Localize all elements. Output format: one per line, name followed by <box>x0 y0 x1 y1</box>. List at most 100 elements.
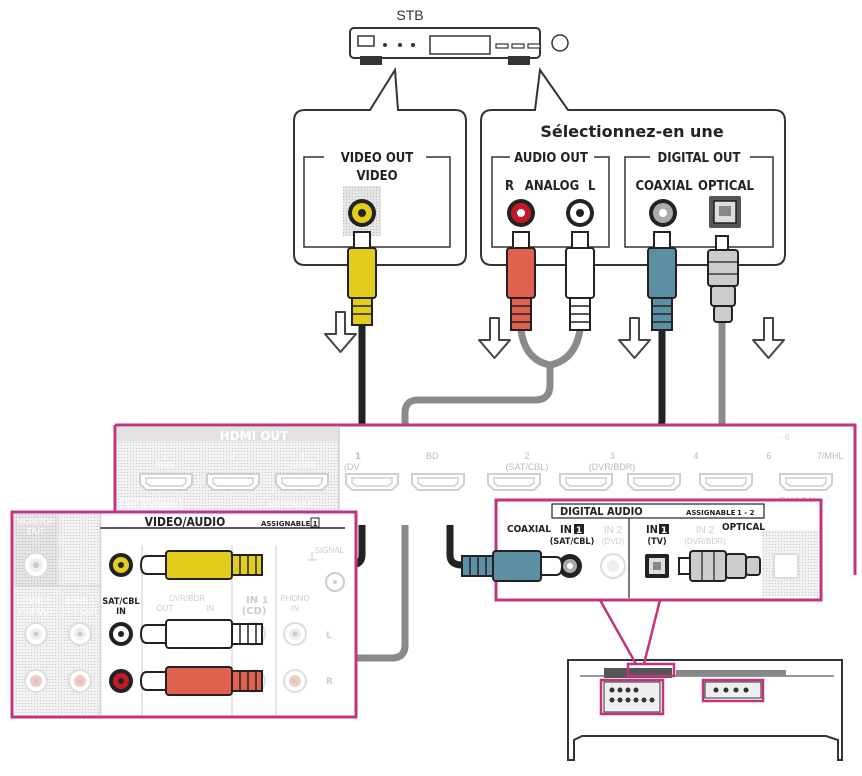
hdmi-out-2-num: 2 <box>230 451 235 461</box>
hdmi-in-port-4 <box>627 473 681 491</box>
video-audio-assignable-num: 1 <box>313 520 318 528</box>
opt-in2-label: IN 2 <box>696 525 715 536</box>
r-side-label: R <box>326 677 333 687</box>
pointer-line-right <box>598 599 662 665</box>
r-label: R <box>505 179 514 194</box>
hdmi-in-6-label: 6 <box>766 451 771 461</box>
hdmi-in-port-7 <box>779 473 833 491</box>
video-audio-assignable: ASSIGNABLE <box>261 520 311 528</box>
arrow-down-audio <box>478 317 511 359</box>
digital-audio-assignable: ASSIGNABLE <box>686 509 736 517</box>
signal-label: SIGNAL <box>315 546 345 555</box>
stb-device <box>349 27 569 65</box>
hdmi-in-4-label: 4 <box>693 451 698 461</box>
audio-l-plug-receiver <box>139 619 263 649</box>
hdmi-in-bd-label: BD <box>426 451 439 461</box>
hdmi-out-port-3 <box>275 473 329 491</box>
stb-audio-l-jack <box>566 199 594 227</box>
hdmi-out-title: HDMI OUT <box>220 429 290 443</box>
coax-in1-num: 1 <box>576 526 582 536</box>
select-one-title: Sélectionnez-en une <box>540 122 724 141</box>
hdmi-in-2-sub: (SAT/CBL) <box>506 462 549 472</box>
video-out-label: VIDEO OUT <box>341 151 414 166</box>
phono-r-jack <box>283 669 307 693</box>
digital-audio-panel <box>494 498 823 602</box>
opt-in3-jack <box>773 553 799 579</box>
zone3-l-jack <box>68 622 92 646</box>
zone2-r-jack <box>24 669 48 693</box>
hdmi-in-7-label: 7/MHL <box>817 451 844 461</box>
dvr-in-label: IN <box>206 604 214 613</box>
arrow-down-optical <box>752 317 785 359</box>
coax-plug-receiver <box>461 550 564 582</box>
coax-in1-sub: (SAT/CBL) <box>550 537 595 547</box>
satcbl-l-jack <box>109 622 133 646</box>
video-plug-receiver <box>139 550 263 580</box>
audio-r-plug-receiver <box>139 666 263 696</box>
hdmi-range-label: - 6 <box>780 433 790 442</box>
hdmi-in-3-sub: (DVR/BDR) <box>589 462 636 472</box>
dvr-out-label: OUT <box>157 604 174 613</box>
arc-label: ARC <box>125 502 140 509</box>
zone2-l-jack <box>24 622 48 646</box>
optical-receiver-label: OPTICAL <box>722 522 765 533</box>
stb-audio-r-jack <box>507 199 535 227</box>
opt-in1-sub: (TV) <box>647 537 666 547</box>
digital-audio-title: DIGITAL AUDIO <box>560 505 643 518</box>
coax-in2-label: IN 2 <box>604 525 623 536</box>
receiver-overview <box>567 659 843 761</box>
hdmi-in-2-num: 2 <box>524 451 529 461</box>
hdmi-in-port-2 <box>487 473 541 491</box>
phono-l-jack <box>283 622 307 646</box>
optical-label: OPTICAL <box>698 179 754 194</box>
analog-label: ANALOG <box>525 179 579 194</box>
zone3-r-jack <box>68 669 92 693</box>
opt-in1-num: 1 <box>661 526 667 536</box>
in1-cd-label: IN <box>246 595 258 606</box>
hdmi-in-port-3 <box>559 473 613 491</box>
l-label: L <box>588 179 596 194</box>
coax-plug-stb <box>647 231 677 331</box>
opt-in2-sub: (DVR/BDR) <box>684 537 726 546</box>
stb-optical-jack <box>709 196 741 228</box>
arrow-down-coaxial <box>618 317 651 359</box>
control-label: CONTROL <box>146 502 180 509</box>
optical-plug-stb <box>707 235 739 323</box>
hdmi-in-port-6 <box>699 473 753 491</box>
satcbl-r-jack <box>109 669 133 693</box>
monitor-out-jack <box>23 552 49 578</box>
coax-in1-jack <box>558 554 582 578</box>
dvrbdr-label: DVR/BDR <box>169 594 205 603</box>
digital-audio-range: 1 - 2 <box>737 509 755 517</box>
l-side-label: L <box>326 631 332 641</box>
hdmi-out-3-num: 3 <box>299 451 304 461</box>
audio-l-plug-stb <box>565 231 595 331</box>
hdmi-out-1-sub: MAIN <box>156 462 174 469</box>
opt-in1-label: IN <box>646 523 658 536</box>
hdmi-out-port-1 <box>139 473 193 491</box>
hdmi-in-port-bd <box>411 473 465 491</box>
hdmi-in-1-label: (DV <box>344 462 360 472</box>
hdmi-out-1-num: 1 <box>162 451 167 461</box>
coax-in2-jack <box>600 553 626 579</box>
stb-label: STB <box>396 7 423 23</box>
stb-coaxial-jack <box>649 199 677 227</box>
hdmi-in-1-num: 1 <box>355 452 361 462</box>
coaxial-label: COAXIAL <box>635 179 693 194</box>
video-audio-title: VIDEO/AUDIO <box>145 515 226 529</box>
video-label: VIDEO <box>356 169 397 184</box>
hdmi-out-3-sub: (HDZONE) <box>285 462 319 469</box>
coax-in1-label: IN <box>560 523 572 536</box>
stb-video-jack <box>348 199 376 227</box>
selectable-label: SELECTABLE <box>268 502 313 509</box>
optical-plug-receiver <box>678 550 761 582</box>
audio-r-plug-stb <box>506 231 536 331</box>
coax-in2-sub: (DVD) <box>602 537 625 546</box>
in1-cd-sub: (CD) <box>242 606 267 617</box>
hdmi-in-port-1 <box>345 473 399 491</box>
